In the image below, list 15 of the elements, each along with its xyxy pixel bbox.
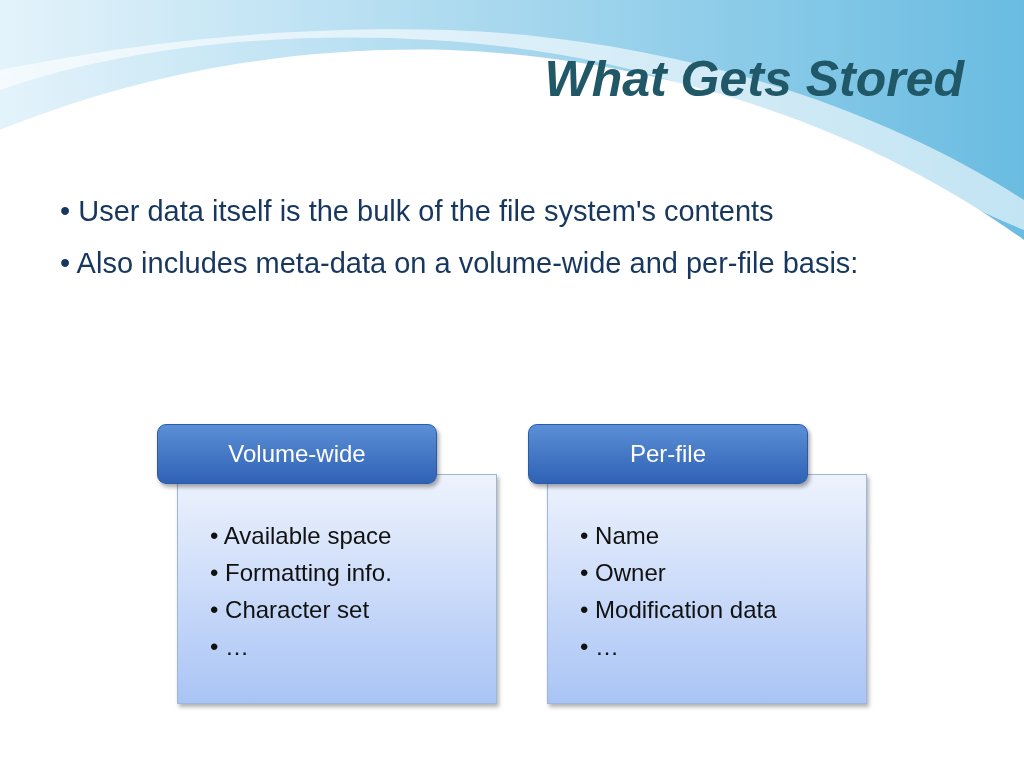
list-panel bbox=[547, 474, 867, 704]
list-item: • Name bbox=[580, 521, 661, 551]
list-item: • … bbox=[210, 632, 251, 662]
list-item: • … bbox=[580, 632, 621, 662]
list-item: • Formatting info. bbox=[210, 558, 393, 588]
list-item: • Available space bbox=[210, 521, 393, 551]
slide-title: What Gets Stored bbox=[544, 50, 964, 108]
list-panel bbox=[177, 474, 497, 704]
bullet-text: • Also includes meta-data on a volume-wide and per-file basis: bbox=[60, 246, 860, 281]
header-box: Per-file bbox=[528, 424, 808, 484]
list-item: • Owner bbox=[580, 558, 667, 588]
list-item: • Character set bbox=[210, 595, 371, 625]
bullet-text: • User data itself is the bulk of the file system's contents bbox=[60, 194, 775, 229]
header-box: Volume-wide bbox=[157, 424, 437, 484]
list-item: • Modification data bbox=[580, 595, 778, 625]
